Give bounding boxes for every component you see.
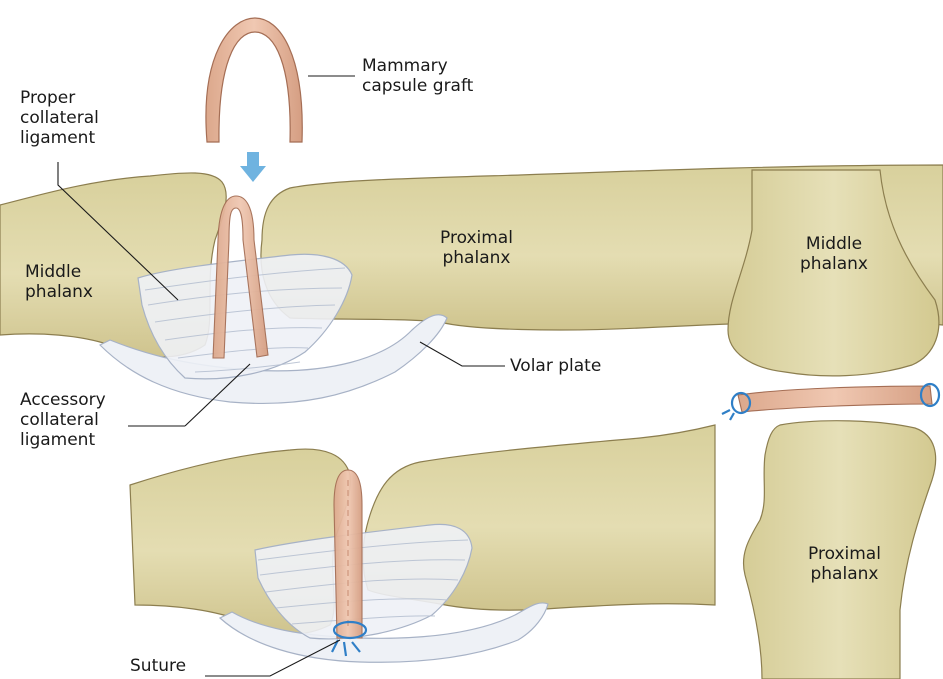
label-middle-phalanx-right: Middle phalanx bbox=[800, 234, 868, 274]
label-line: Suture bbox=[130, 656, 186, 676]
label-middle-phalanx-top: Middle phalanx bbox=[25, 262, 93, 302]
label-proximal-phalanx-top: Proximal phalanx bbox=[440, 228, 513, 268]
label-line: Middle bbox=[25, 262, 93, 282]
label-line: Proximal bbox=[808, 544, 881, 564]
label-line: phalanx bbox=[25, 282, 93, 302]
label-line: Mammary bbox=[362, 56, 473, 76]
label-line: Proper bbox=[20, 88, 99, 108]
label-line: Volar plate bbox=[510, 356, 601, 376]
label-line: ligament bbox=[20, 430, 106, 450]
graft-interposed-right bbox=[738, 386, 932, 412]
label-line: phalanx bbox=[808, 564, 881, 584]
label-line: Middle bbox=[800, 234, 868, 254]
label-line: collateral bbox=[20, 410, 106, 430]
label-line: ligament bbox=[20, 128, 99, 148]
label-proper-collateral-ligament: Proper collateral ligament bbox=[20, 88, 99, 148]
label-suture: Suture bbox=[130, 656, 186, 676]
label-volar-plate: Volar plate bbox=[510, 356, 601, 376]
label-line: Accessory bbox=[20, 390, 106, 410]
insert-arrow-icon bbox=[240, 152, 266, 182]
label-line: capsule graft bbox=[362, 76, 473, 96]
label-accessory-collateral-ligament: Accessory collateral ligament bbox=[20, 390, 106, 450]
label-mammary-capsule-graft: Mammary capsule graft bbox=[362, 56, 473, 96]
label-line: phalanx bbox=[440, 248, 513, 268]
leader-volar-plate bbox=[420, 342, 505, 366]
label-line: Proximal bbox=[440, 228, 513, 248]
mammary-graft-arch bbox=[206, 18, 302, 142]
collateral-ligament-top bbox=[138, 254, 352, 379]
label-line: phalanx bbox=[800, 254, 868, 274]
label-line: collateral bbox=[20, 108, 99, 128]
label-proximal-phalanx-right: Proximal phalanx bbox=[808, 544, 881, 584]
